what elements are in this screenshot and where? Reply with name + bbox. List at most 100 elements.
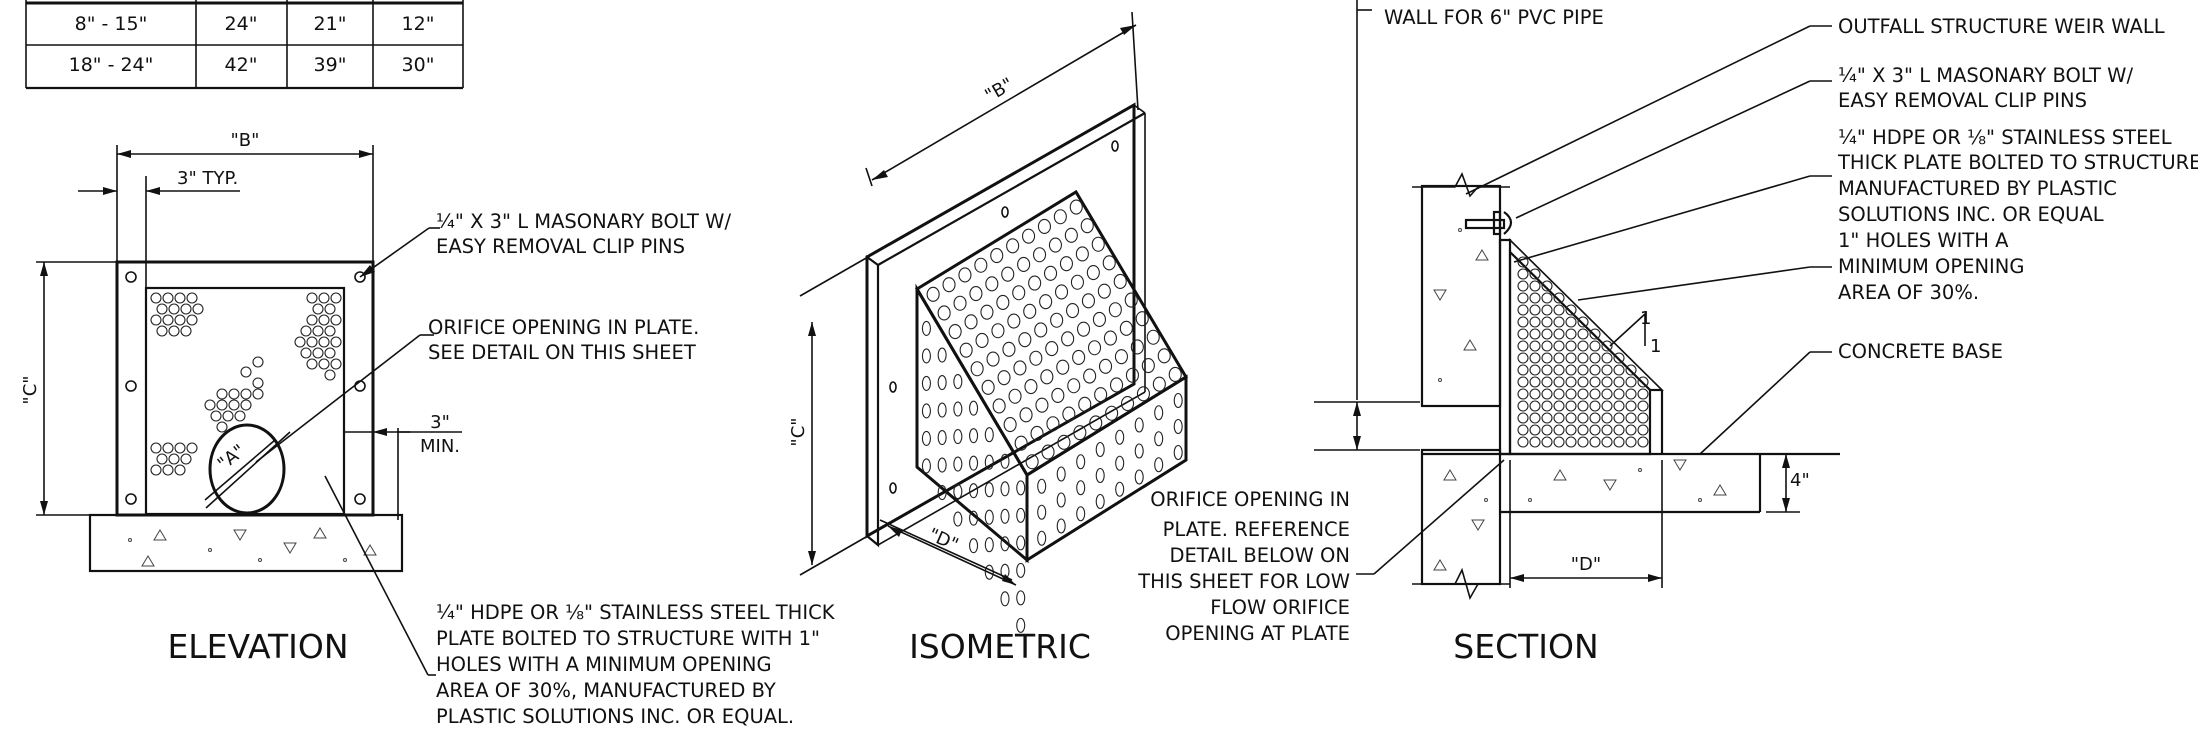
perforation-hole — [953, 295, 967, 311]
perforation-hole — [1109, 377, 1124, 393]
perforation-hole — [1613, 400, 1625, 412]
perforation-hole — [1541, 292, 1553, 304]
table-cell: 24" — [225, 13, 258, 35]
perforation-hole — [969, 428, 979, 444]
perforation-hole — [1134, 469, 1144, 485]
perforation-hole — [1541, 412, 1553, 424]
perforation-hole — [926, 286, 940, 302]
perforation-hole — [1565, 436, 1577, 448]
iso-dim-b-label: "B" — [981, 74, 1017, 107]
perforation-hole — [1076, 454, 1086, 470]
note-orifice-line2: SEE DETAIL ON THIS SHEET — [428, 341, 696, 364]
perforation-hole — [1053, 209, 1067, 225]
dim-min-label: MIN. — [420, 436, 460, 457]
perforation-hole — [1577, 316, 1589, 328]
perforation-hole — [1625, 376, 1637, 388]
dimension-table: 8" - 15" 24" 21" 12" 18" - 24" 42" 39" 3… — [25, 0, 464, 90]
table-cell: 18" - 24" — [69, 54, 154, 76]
perforation-hole — [1115, 481, 1125, 497]
perforation-hole — [1601, 340, 1613, 352]
table-cell: 21" — [314, 13, 347, 35]
perforation-hole — [969, 510, 979, 526]
perforation-hole — [1115, 429, 1125, 445]
perforation-hole — [1637, 376, 1649, 388]
perforation-hole — [1037, 504, 1047, 520]
perforation-hole — [1565, 388, 1577, 400]
perforation-hole — [1601, 412, 1613, 424]
perforation-hole — [1075, 246, 1089, 262]
perforation-hole — [1000, 453, 1010, 469]
perforation-hole — [1541, 364, 1553, 376]
perforation-hole — [1553, 424, 1565, 436]
perforation-hole — [1007, 313, 1021, 329]
perforation-hole — [1114, 349, 1128, 365]
perforation-hole — [1529, 280, 1541, 292]
perforation-hole — [975, 332, 989, 348]
perforation-hole — [1062, 406, 1076, 422]
note-plate-line2: PLATE BOLTED TO STRUCTURE WITH 1" — [436, 627, 820, 650]
perforation-pattern — [150, 292, 342, 476]
perforation-hole — [1517, 424, 1529, 436]
perforation-hole — [1154, 457, 1164, 473]
perforation-hole — [992, 398, 1006, 414]
perforation-hole — [1001, 266, 1015, 282]
perforation-hole — [1517, 400, 1529, 412]
table-cell: 39" — [314, 54, 347, 76]
perforation-hole — [1601, 400, 1613, 412]
section-dim-d-label: "D" — [1571, 554, 1601, 575]
perforation-hole — [1024, 378, 1038, 395]
perforation-hole — [1000, 591, 1010, 607]
perforation-hole — [984, 509, 994, 525]
section-note-bolt-line1: ¼" X 3" L MASONARY BOLT W/ — [1838, 64, 2133, 87]
perforation-hole — [1135, 311, 1149, 327]
iso-note-line4: THIS SHEET FOR LOW — [1137, 570, 1350, 593]
perforation-hole — [1103, 330, 1117, 346]
perforation-hole — [1613, 436, 1625, 448]
base-hatch — [1528, 459, 1727, 502]
perforation-hole — [1529, 292, 1541, 304]
perforation-hole — [1589, 412, 1601, 424]
perforation-hole — [1070, 274, 1084, 290]
perforation-hole — [1589, 364, 1601, 376]
perforation-hole — [1087, 340, 1102, 356]
slope-rise: 1 — [1640, 308, 1651, 329]
perforation-hole — [1541, 400, 1553, 412]
perforation-hole — [921, 320, 931, 336]
perforation-hole — [1529, 436, 1541, 448]
perforation-hole — [1565, 400, 1577, 412]
section-note-plate-line4: SOLUTIONS INC. OR EQUAL — [1838, 203, 2104, 226]
perforation-hole — [1529, 400, 1541, 412]
perforation-hole — [1529, 316, 1541, 328]
perforation-hole — [1045, 340, 1059, 357]
perforation-hole — [1102, 255, 1116, 271]
perforation-hole — [1050, 312, 1064, 328]
perforation-hole — [1553, 412, 1565, 424]
perforation-hole — [1601, 436, 1613, 448]
perforation-hole — [937, 429, 947, 446]
perforation-hole — [1517, 364, 1529, 376]
perforation-hole — [1056, 492, 1066, 508]
perforation-hole — [997, 370, 1011, 386]
perforation-hole — [1529, 364, 1541, 376]
perforation-hole — [1113, 273, 1127, 289]
iso-note-line1: ORIFICE OPENING IN — [1150, 488, 1350, 511]
perforation-hole — [1577, 388, 1589, 400]
perforation-hole — [937, 374, 947, 391]
perforation-hole — [1565, 352, 1577, 364]
perforation-hole — [1173, 392, 1183, 409]
perforation-hole — [953, 456, 963, 472]
perforation-hole — [1094, 387, 1108, 403]
perforation-hole — [1553, 352, 1565, 364]
perforation-hole — [1076, 506, 1086, 522]
perforation-hole — [1057, 434, 1071, 450]
perforation-hole — [1016, 480, 1026, 496]
perforation-hole — [985, 276, 999, 292]
perforation-hole — [1541, 424, 1553, 436]
perforation-hole — [1048, 237, 1062, 253]
perforation-hole — [1035, 397, 1049, 413]
perforation-hole — [1040, 369, 1054, 385]
iso-note-line2: PLATE. REFERENCE — [1163, 518, 1350, 541]
perforation-hole — [948, 323, 962, 340]
perforation-hole — [984, 482, 994, 498]
perforation-hole — [1541, 316, 1553, 328]
